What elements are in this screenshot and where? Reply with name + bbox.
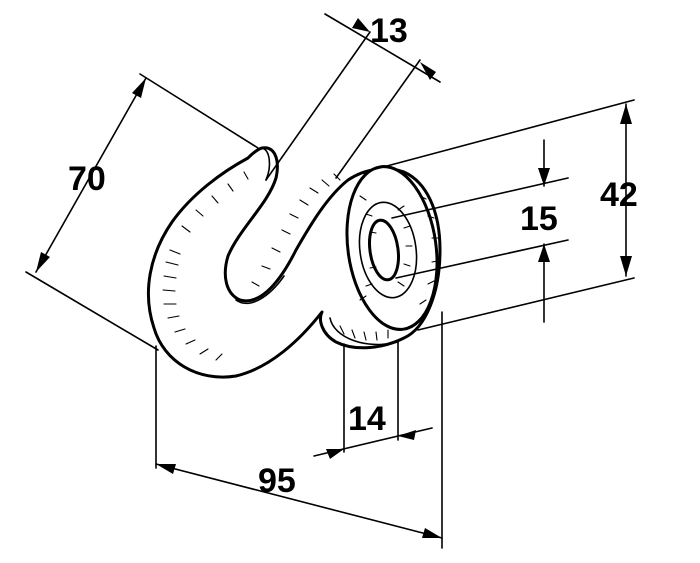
hook-tip-edge	[261, 147, 271, 181]
dim-42: 42	[371, 99, 638, 331]
hook-part	[147, 146, 442, 379]
dim-70: 70	[25, 73, 259, 351]
dim-42-label: 42	[600, 176, 638, 214]
dim-15: 15	[391, 139, 569, 323]
dim-15-label: 15	[520, 200, 558, 238]
dim-13-label: 13	[370, 12, 408, 50]
lower-collar	[329, 317, 399, 346]
shading-hatch	[162, 171, 439, 361]
dim-95-label: 95	[258, 462, 296, 500]
dim-14-label: 14	[348, 400, 386, 438]
dim-95: 95	[155, 311, 443, 549]
dim-70-label: 70	[68, 160, 106, 198]
dim-14: 14	[313, 341, 433, 459]
dim-13: 13	[265, 12, 441, 181]
eye-countersink	[358, 201, 418, 299]
hook-inner-curve	[235, 275, 285, 305]
eye-hole	[368, 218, 400, 282]
